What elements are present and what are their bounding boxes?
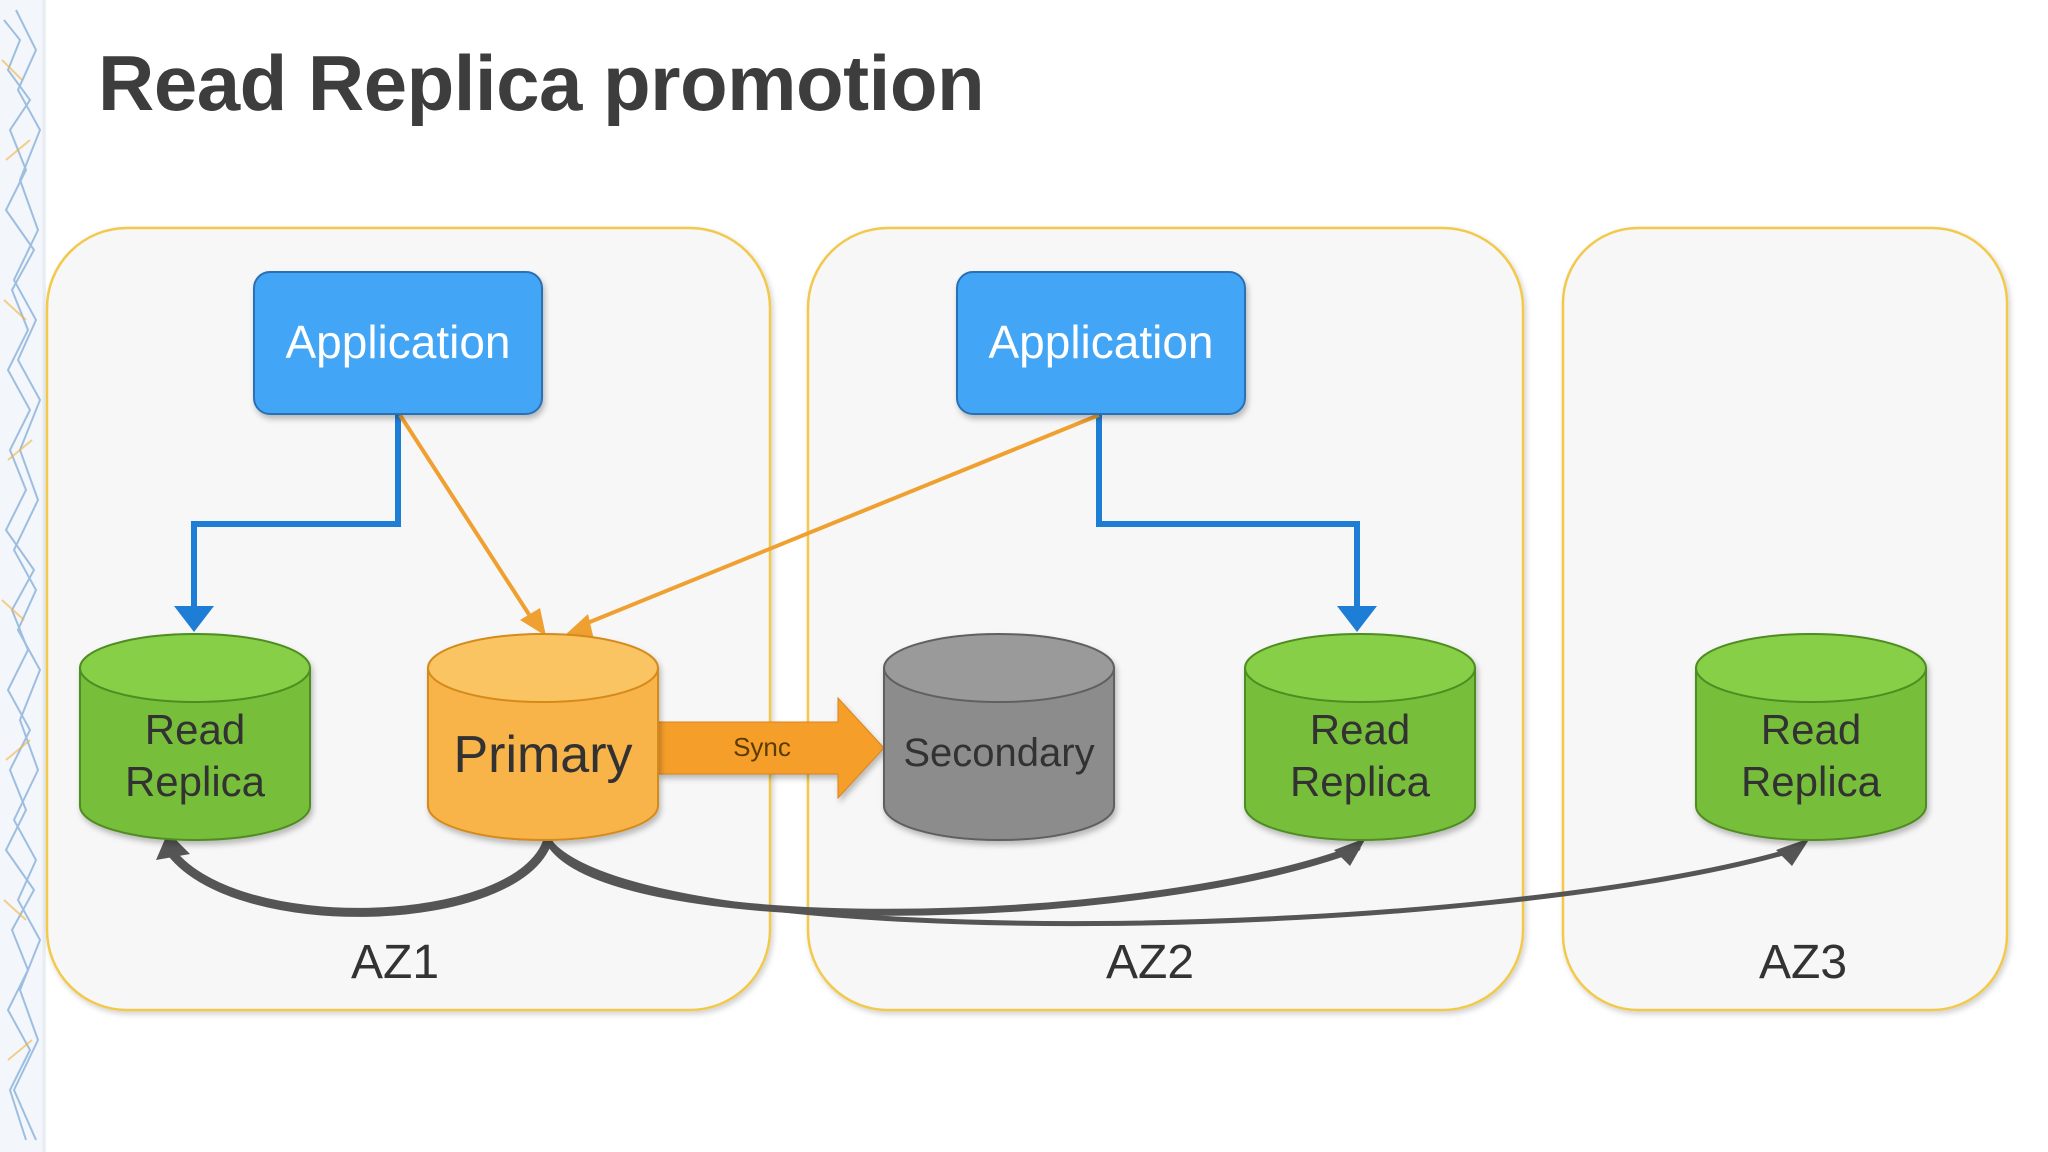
sync-arrow: Sync (657, 696, 885, 800)
slide-title: Read Replica promotion (98, 39, 985, 127)
application-label: Application (285, 316, 510, 368)
read-replica-db-az3: Read Replica (1695, 633, 1927, 841)
secondary-db: Secondary (883, 633, 1115, 841)
db-label-line: Secondary (903, 731, 1094, 775)
db-label-line: Read (1761, 706, 1861, 753)
read-replica-db-az1: Read Replica (79, 633, 311, 841)
write-traffic-arrow-az1 (398, 413, 546, 636)
replication-arrowhead-az1 (156, 832, 190, 860)
write-traffic-arrow-az2 (564, 413, 1100, 640)
zone-label-az2: AZ2 (1106, 936, 1194, 989)
replication-arrows (163, 835, 1803, 927)
application-label: Application (988, 316, 1213, 368)
zone-label-az3: AZ3 (1759, 936, 1847, 989)
db-label-line: Read (1310, 706, 1410, 753)
db-label-line: Replica (1741, 758, 1882, 805)
zone-az3: AZ3 (1561, 226, 2009, 1012)
primary-db: Primary (427, 633, 659, 841)
db-label-line: Read (145, 706, 245, 753)
db-label-line: Primary (453, 726, 632, 784)
read-traffic-arrow-az1 (174, 415, 401, 632)
read-traffic-arrow-az2 (1096, 415, 1377, 632)
replication-arrowhead-az3 (1776, 838, 1810, 866)
db-label-line: Replica (1290, 758, 1431, 805)
decorative-circuit-strip (0, 0, 46, 1152)
sync-label: Sync (733, 732, 791, 762)
application-box-az1: Application (253, 271, 543, 415)
db-label-line: Replica (125, 758, 266, 805)
replication-arrowhead-az2 (1334, 838, 1366, 866)
application-box-az2: Application (956, 271, 1246, 415)
zone-label-az1: AZ1 (351, 936, 439, 989)
read-replica-db-az2: Read Replica (1244, 633, 1476, 841)
